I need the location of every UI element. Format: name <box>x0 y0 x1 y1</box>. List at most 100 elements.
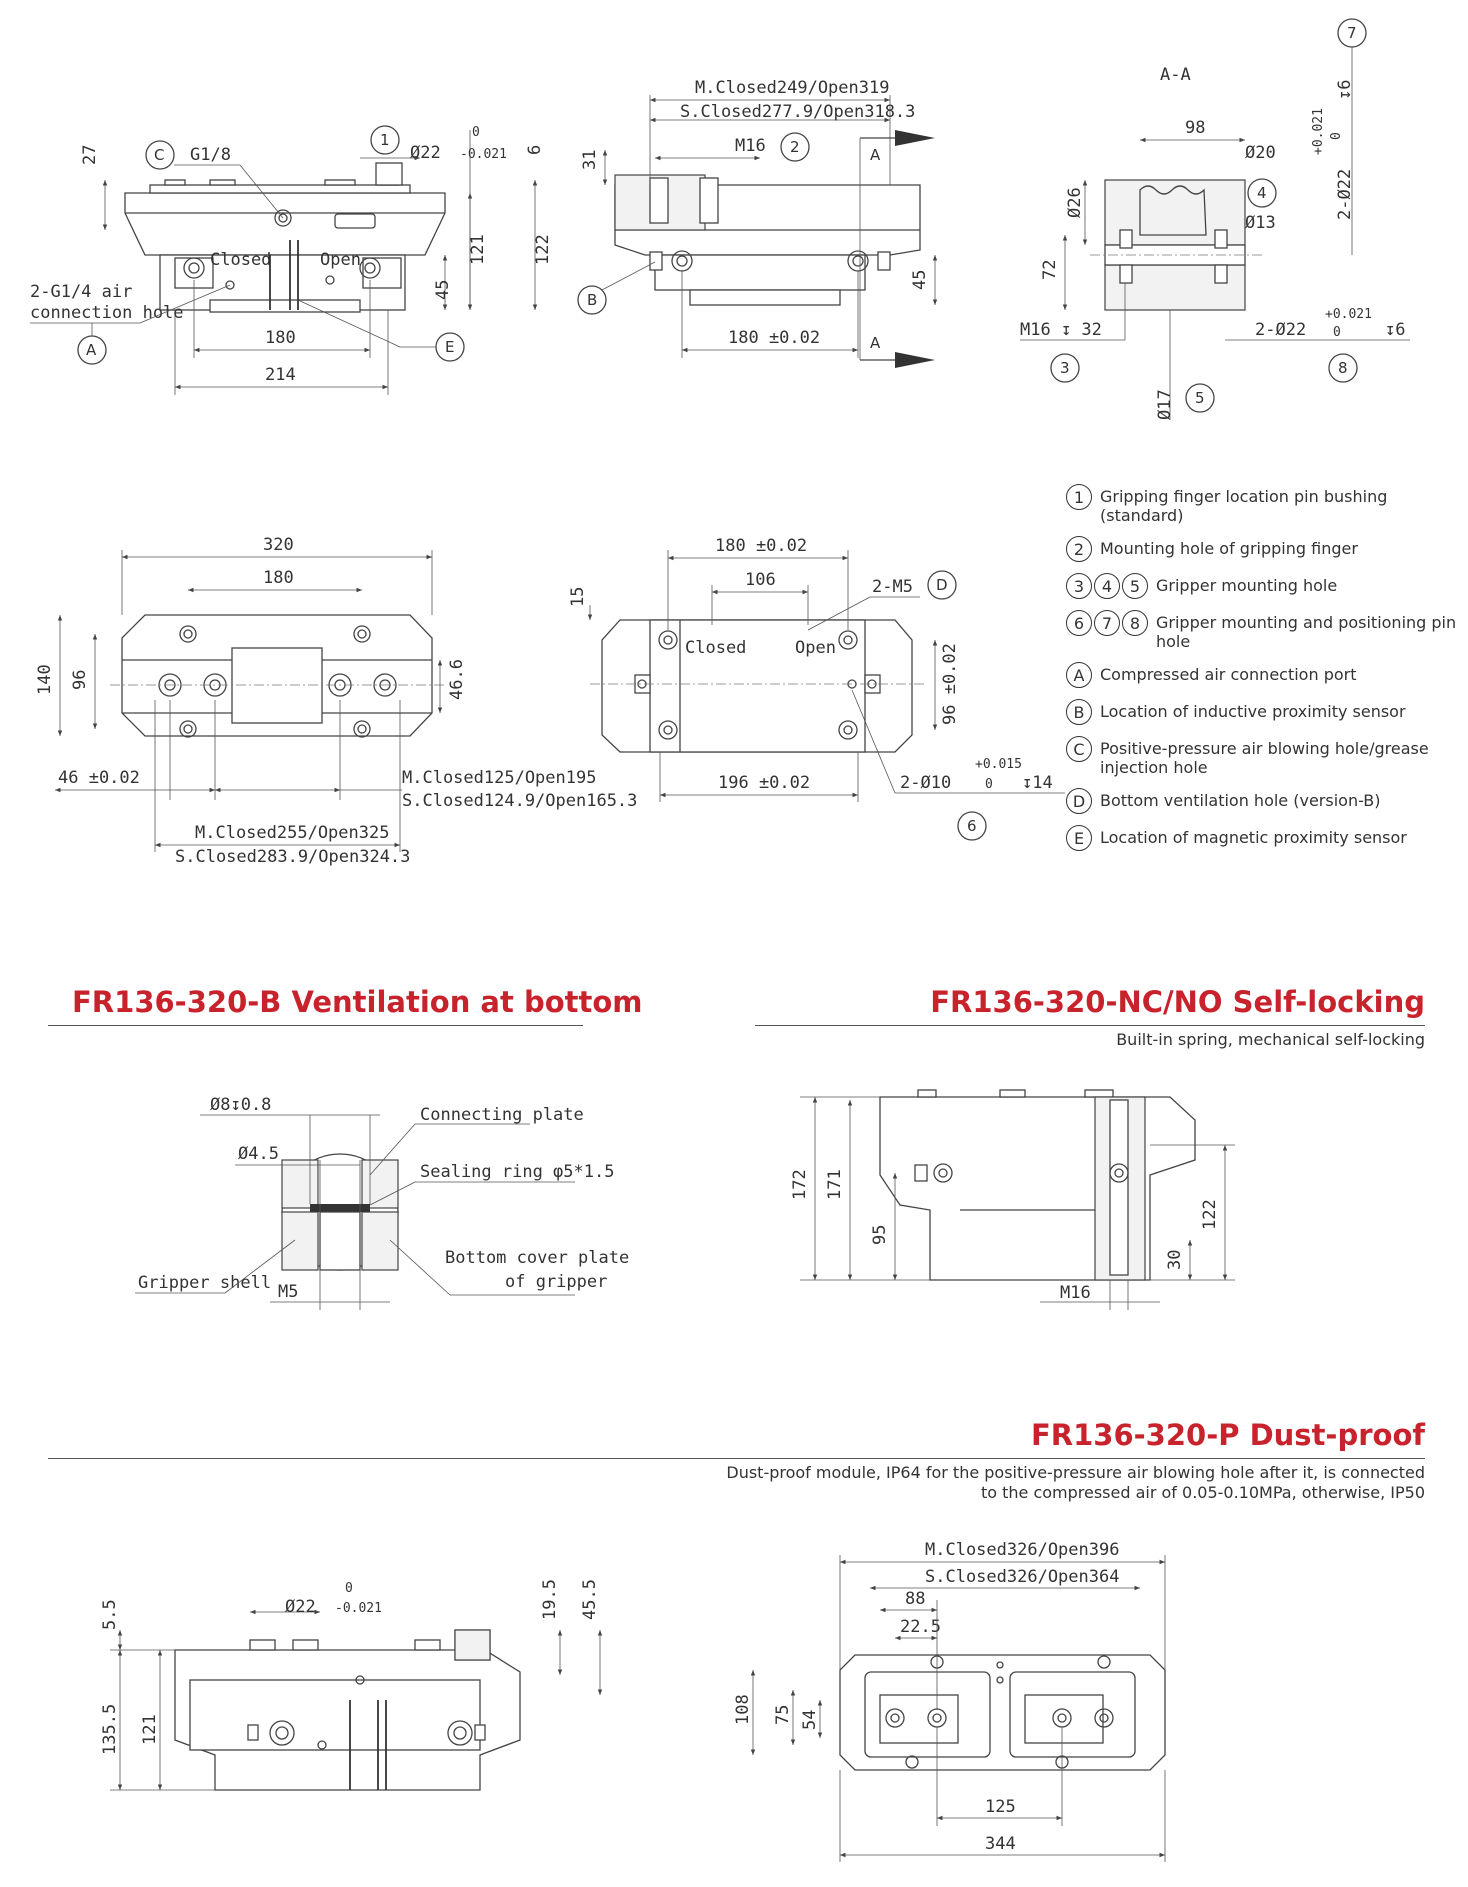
subtitle-dust-proof-1: Dust-proof module, IP64 for the positive… <box>726 1463 1425 1482</box>
section-title: A-A <box>1160 65 1191 85</box>
rule-dust-proof <box>48 1458 1425 1459</box>
legend-mark: 2 <box>1066 536 1092 562</box>
top-dim-180: 180 <box>263 568 294 588</box>
subtitle-dust-proof-2: to the compressed air of 0.05-0.10MPa, o… <box>980 1483 1425 1502</box>
ventilation-detail: Ø8↧0.8 Ø4.5 Connecting plate Sealing rin… <box>135 1095 629 1310</box>
p-dim-5-5: 5.5 <box>100 1599 120 1630</box>
legend-marks: C <box>1066 736 1094 762</box>
b-dia-8: Ø8↧0.8 <box>210 1095 271 1115</box>
front-dim-121: 121 <box>468 234 488 265</box>
title-dust-proof: FR136-320-P Dust-proof <box>1030 1418 1425 1452</box>
top-m-closed-open-1: M.Closed125/Open195 <box>402 768 596 788</box>
legend-item: 2 Mounting hole of gripping finger <box>1066 536 1466 562</box>
front-tol-upper: 0 <box>472 125 480 140</box>
front-dim-214: 214 <box>265 365 296 385</box>
legend-text: Gripper mounting and positioning pin hol… <box>1156 613 1457 651</box>
pt-dim-54: 54 <box>800 1710 820 1730</box>
legend-mark: 1 <box>1066 484 1092 510</box>
b-sealing-ring: Sealing ring φ5*1.5 <box>420 1162 614 1182</box>
legend-mark: D <box>1066 788 1092 814</box>
pt-dim-22-5: 22.5 <box>900 1617 941 1637</box>
legend-marks: E <box>1066 825 1094 851</box>
legend: 1 Gripping finger location pin bushing (s… <box>1066 484 1466 862</box>
pt-m-closed-open: M.Closed326/Open396 <box>925 1540 1119 1560</box>
legend-marks: B <box>1066 699 1094 725</box>
bottom-open: Open <box>795 638 836 658</box>
callout-c: C <box>154 146 164 164</box>
legend-text: Gripping finger location pin bushing (st… <box>1100 487 1388 525</box>
callout-3: 3 <box>1060 359 1070 377</box>
top-dim-46: 46 ±0.02 <box>58 768 140 788</box>
section-tol-zero: 0 <box>1333 325 1341 340</box>
legend-text: Mounting hole of gripping finger <box>1100 539 1358 558</box>
legend-text: Compressed air connection port <box>1100 665 1357 684</box>
front-dim-122: 122 <box>533 234 553 265</box>
section-m16-32: M16 ↧ 32 <box>1020 320 1102 340</box>
callout-6: 6 <box>967 817 977 835</box>
legend-mark: 8 <box>1122 610 1148 636</box>
front-dim-45: 45 <box>433 280 453 300</box>
front-dim-6: 6 <box>525 145 545 155</box>
section-tol-plus: +0.021 <box>1325 307 1372 322</box>
section-dim-72: 72 <box>1040 260 1060 280</box>
callout-8: 8 <box>1338 359 1348 377</box>
p-tol-upper: 0 <box>345 1581 353 1596</box>
p-dim-19-5: 19.5 <box>540 1579 560 1620</box>
section-dia-22-pins: 2-Ø22 <box>1255 320 1306 340</box>
top-dim-46-6: 46.6 <box>447 659 467 700</box>
p-tol-lower: -0.021 <box>335 1601 382 1616</box>
side-dim-31: 31 <box>580 150 600 170</box>
pt-dim-88: 88 <box>905 1589 925 1609</box>
callout-7: 7 <box>1347 24 1357 42</box>
side-view: M.Closed249/Open319 S.Closed277.9/Open31… <box>577 78 938 368</box>
front-air-hole-1: 2-G1/4 air <box>30 282 132 302</box>
front-open: Open <box>320 250 361 270</box>
pt-dim-125: 125 <box>985 1797 1016 1817</box>
side-s-closed-open: S.Closed277.9/Open318.3 <box>680 102 915 122</box>
legend-text: Gripper mounting hole <box>1156 576 1338 595</box>
p-dia-22: Ø22 <box>285 1597 316 1617</box>
top-dim-96: 96 <box>70 670 90 690</box>
section-vert-depth: ↧6 <box>1335 80 1355 100</box>
nc-dim-172: 172 <box>790 1169 810 1200</box>
legend-mark: E <box>1066 825 1092 851</box>
top-s-closed-open-1: S.Closed124.9/Open165.3 <box>402 791 637 811</box>
legend-mark: 5 <box>1122 573 1148 599</box>
bottom-closed: Closed <box>685 638 746 658</box>
rule-self-locking <box>755 1025 1425 1026</box>
front-dim-180: 180 <box>265 328 296 348</box>
top-view: 320 180 140 96 46.6 46 ±0.02 M.Closed125… <box>35 535 637 867</box>
subtitle-self-locking: Built-in spring, mechanical self-locking <box>1116 1030 1425 1049</box>
section-dia-20: Ø20 <box>1245 143 1276 163</box>
side-dim-45: 45 <box>910 270 930 290</box>
bottom-tol-zero: 0 <box>985 777 993 792</box>
top-dim-140: 140 <box>35 664 55 695</box>
side-m-closed-open: M.Closed249/Open319 <box>695 78 889 98</box>
legend-text: Positive-pressure air blowing hole/greas… <box>1100 739 1429 777</box>
legend-item: D Bottom ventilation hole (version-B) <box>1066 788 1466 814</box>
p-dim-135-5: 135.5 <box>100 1704 120 1755</box>
legend-mark: 4 <box>1094 573 1120 599</box>
bottom-dia-10: 2-Ø10 <box>900 773 951 793</box>
nc-m16: M16 <box>1060 1283 1091 1303</box>
b-bottom-cover-2: of gripper <box>505 1272 607 1292</box>
legend-mark: 3 <box>1066 573 1092 599</box>
front-air-hole-2: connection hole <box>30 303 184 323</box>
p-dim-45-5: 45.5 <box>580 1579 600 1620</box>
bottom-dim-96: 96 ±0.02 <box>940 643 960 725</box>
legend-mark: B <box>1066 699 1092 725</box>
dust-proof-side-view: Ø22 0 -0.021 5.5 135.5 121 19.5 45.5 <box>100 1579 603 1791</box>
b-bottom-cover-1: Bottom cover plate <box>445 1248 629 1268</box>
bottom-dim-196: 196 ±0.02 <box>718 773 810 793</box>
top-m-closed-open-2: M.Closed255/Open325 <box>195 823 389 843</box>
title-ventilation: FR136-320-B Ventilation at bottom <box>72 985 643 1019</box>
section-vert-tol: +0.021 <box>1311 108 1326 155</box>
legend-text: Bottom ventilation hole (version-B) <box>1100 791 1381 810</box>
front-dim-27: 27 <box>80 145 100 165</box>
legend-mark: 6 <box>1066 610 1092 636</box>
